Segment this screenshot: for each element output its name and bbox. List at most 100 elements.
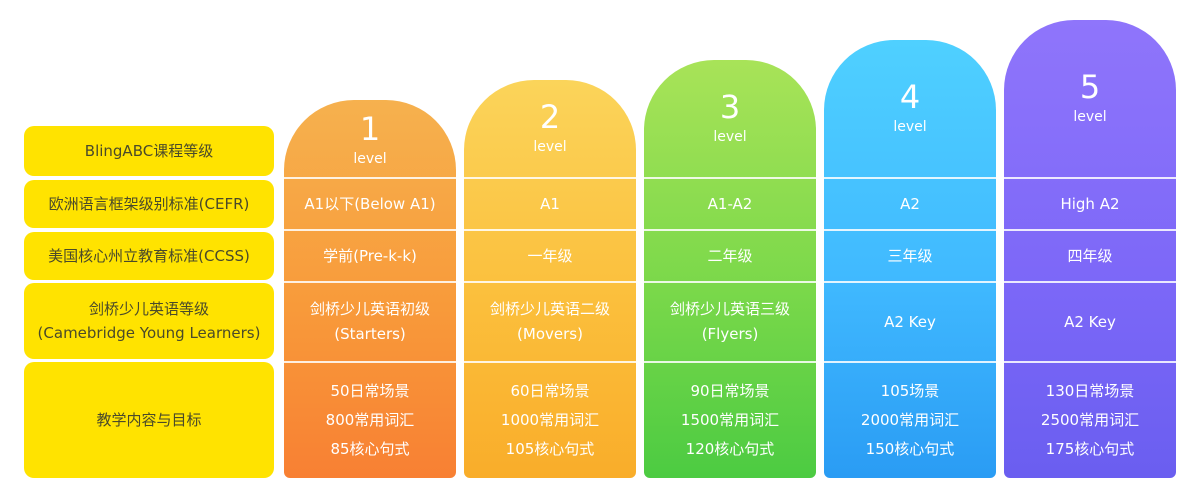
ccss-value: 四年级: [1067, 246, 1113, 265]
row-divider: [284, 361, 456, 363]
content-value: 60日常场景: [510, 382, 590, 400]
cambridge-cell: A2 Key: [824, 283, 996, 361]
level-column-3: 3 level A1-A2 二年级 剑桥少儿英语三级 (Flyers) 90日常…: [644, 60, 816, 478]
content-value: 2000常用词汇: [860, 411, 960, 429]
row-divider: [644, 229, 816, 231]
row-divider: [1004, 281, 1176, 283]
cefr-value: A2: [900, 194, 920, 213]
level-number: 3: [719, 88, 741, 126]
content-cell: 60日常场景 1000常用词汇 105核心句式: [464, 363, 636, 478]
cambridge-cell: 剑桥少儿英语二级 (Movers): [464, 283, 636, 361]
row-divider: [284, 177, 456, 179]
level-word: level: [893, 119, 927, 135]
row-divider: [284, 229, 456, 231]
row-label-text: (Camebridge Young Learners): [37, 324, 261, 342]
cambridge-value: A2 Key: [884, 312, 936, 331]
content-value: 175核心句式: [1045, 440, 1135, 458]
row-divider: [284, 281, 456, 283]
row-label-ccss: 美国核心州立教育标准(CCSS): [24, 232, 274, 280]
cefr-cell: A2: [824, 179, 996, 229]
cefr-value: A1: [540, 194, 560, 213]
content-value: 105场景: [880, 382, 940, 400]
level-header: 1 level: [284, 112, 456, 168]
cambridge-cell: 剑桥少儿英语初级 (Starters): [284, 283, 456, 361]
content-value: 800常用词汇: [325, 411, 415, 429]
cambridge-value: (Movers): [517, 325, 583, 343]
cambridge-value: 剑桥少儿英语二级: [489, 300, 610, 318]
row-divider: [824, 281, 996, 283]
row-label-text: 剑桥少儿英语等级: [88, 300, 209, 318]
ccss-cell: 三年级: [824, 231, 996, 281]
row-divider: [464, 281, 636, 283]
row-divider: [464, 229, 636, 231]
row-divider: [644, 281, 816, 283]
content-value: 150核心句式: [865, 440, 955, 458]
cefr-cell: High A2: [1004, 179, 1176, 229]
ccss-value: 三年级: [887, 246, 933, 265]
row-divider: [644, 361, 816, 363]
level-column-5: 5 level High A2 四年级 A2 Key 130日常场景 2500常…: [1004, 20, 1176, 478]
level-number: 5: [1079, 68, 1101, 106]
content-value: 105核心句式: [505, 440, 595, 458]
level-column-4: 4 level A2 三年级 A2 Key 105场景 2000常用词汇 150…: [824, 40, 996, 478]
row-label-content: 教学内容与目标: [24, 362, 274, 478]
content-cell: 105场景 2000常用词汇 150核心句式: [824, 363, 996, 478]
content-value: 130日常场景: [1045, 382, 1135, 400]
content-value: 85核心句式: [330, 440, 410, 458]
ccss-value: 学前(Pre-k-k): [323, 246, 417, 265]
level-word: level: [713, 129, 747, 145]
cambridge-value: (Flyers): [701, 325, 759, 343]
level-column-1: 1 level A1以下(Below A1) 学前(Pre-k-k) 剑桥少儿英…: [284, 100, 456, 478]
row-label-cambridge: 剑桥少儿英语等级 (Camebridge Young Learners): [24, 283, 274, 359]
content-value: 90日常场景: [690, 382, 770, 400]
row-divider: [824, 361, 996, 363]
level-header: 2 level: [464, 100, 636, 156]
row-label-text: 教学内容与目标: [96, 411, 202, 429]
row-label-text: 美国核心州立教育标准(CCSS): [48, 247, 250, 265]
content-value: 2500常用词汇: [1040, 411, 1140, 429]
ccss-cell: 二年级: [644, 231, 816, 281]
cambridge-cell: 剑桥少儿英语三级 (Flyers): [644, 283, 816, 361]
content-cell: 50日常场景 800常用词汇 85核心句式: [284, 363, 456, 478]
cambridge-cell: A2 Key: [1004, 283, 1176, 361]
row-divider: [1004, 177, 1176, 179]
cambridge-value: 剑桥少儿英语初级: [309, 300, 430, 318]
cambridge-value: 剑桥少儿英语三级: [669, 300, 790, 318]
cefr-cell: A1以下(Below A1): [284, 179, 456, 229]
row-label-course-level: BlingABC课程等级: [24, 126, 274, 176]
row-divider: [824, 177, 996, 179]
content-cell: 130日常场景 2500常用词汇 175核心句式: [1004, 363, 1176, 478]
cambridge-value: (Starters): [334, 325, 406, 343]
row-divider: [1004, 229, 1176, 231]
level-word: level: [533, 139, 567, 155]
level-header: 4 level: [824, 80, 996, 136]
row-divider: [644, 177, 816, 179]
level-header: 5 level: [1004, 70, 1176, 126]
row-label-text: 欧洲语言框架级别标准(CEFR): [48, 195, 250, 213]
row-divider: [1004, 361, 1176, 363]
ccss-value: 一年级: [527, 246, 573, 265]
level-column-2: 2 level A1 一年级 剑桥少儿英语二级 (Movers) 60日常场景 …: [464, 80, 636, 478]
row-divider: [464, 361, 636, 363]
cefr-cell: A1-A2: [644, 179, 816, 229]
level-word: level: [353, 151, 387, 167]
level-number: 2: [539, 98, 561, 136]
content-value: 50日常场景: [330, 382, 410, 400]
cefr-value: A1-A2: [707, 194, 753, 213]
row-label-text: BlingABC课程等级: [84, 142, 214, 160]
cefr-value: A1以下(Below A1): [304, 194, 436, 213]
row-divider: [464, 177, 636, 179]
ccss-cell: 学前(Pre-k-k): [284, 231, 456, 281]
level-number: 1: [359, 110, 381, 148]
row-label-cefr: 欧洲语言框架级别标准(CEFR): [24, 180, 274, 228]
ccss-cell: 四年级: [1004, 231, 1176, 281]
level-word: level: [1073, 109, 1107, 125]
cefr-value: High A2: [1060, 194, 1120, 213]
row-divider: [824, 229, 996, 231]
content-value: 120核心句式: [685, 440, 775, 458]
level-number: 4: [899, 78, 921, 116]
level-header: 3 level: [644, 90, 816, 146]
content-cell: 90日常场景 1500常用词汇 120核心句式: [644, 363, 816, 478]
ccss-value: 二年级: [707, 246, 753, 265]
cambridge-value: A2 Key: [1064, 312, 1116, 331]
